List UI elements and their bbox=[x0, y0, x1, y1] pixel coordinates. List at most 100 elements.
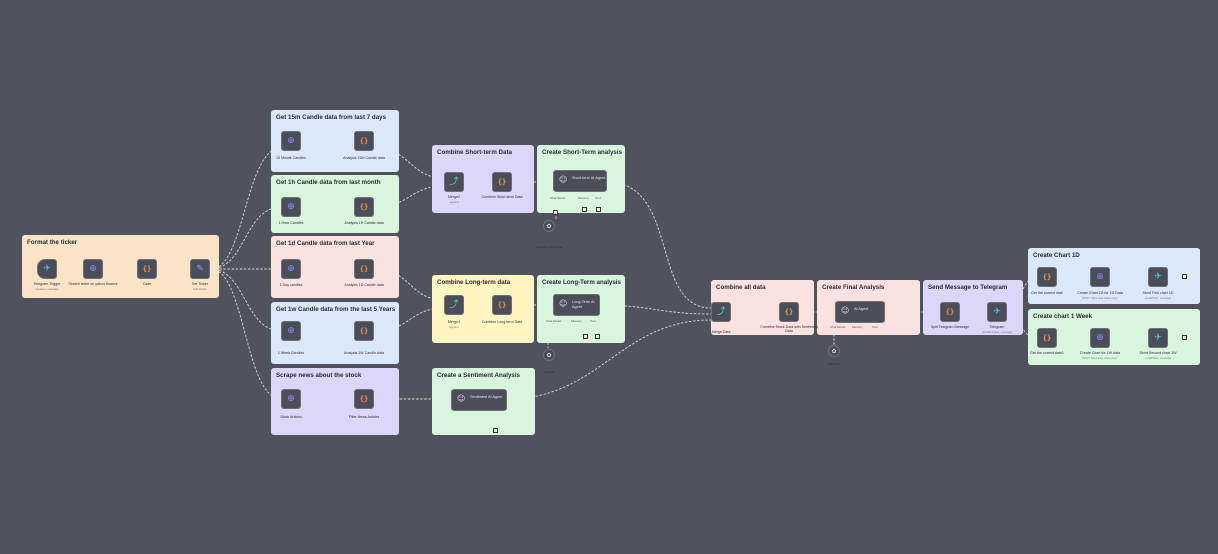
tool-connector[interactable] bbox=[596, 207, 601, 212]
combine-long-node[interactable]: {} bbox=[492, 295, 512, 315]
node-label: Search ticker on yahoo finance bbox=[68, 282, 118, 286]
node-label: Code bbox=[142, 282, 152, 286]
globe-icon: ⊕ bbox=[287, 263, 295, 274]
code-braces-icon: {} bbox=[142, 264, 152, 273]
node-subtitle: append bbox=[449, 200, 459, 204]
node-subtitle: sendPhoto: message bbox=[1144, 296, 1172, 300]
openai-model-subnode[interactable]: ✿ bbox=[543, 220, 555, 232]
create-chart-1d-node[interactable]: ⊕ bbox=[1090, 267, 1110, 287]
globe-icon: ⊕ bbox=[89, 263, 97, 274]
combine-stock-sentiment-node[interactable]: {} bbox=[779, 302, 799, 322]
code-braces-icon: {} bbox=[784, 307, 794, 316]
code-braces-icon: {} bbox=[359, 202, 369, 211]
globe-icon: ⊕ bbox=[1096, 271, 1104, 282]
openai-model-subnode[interactable]: ✿ bbox=[543, 349, 555, 361]
send-second-chart-node[interactable]: ✈ bbox=[1148, 328, 1168, 348]
openai-icon: ✿ bbox=[546, 223, 552, 230]
analysis-15m-node[interactable]: {} bbox=[354, 131, 374, 151]
robot-icon: ☺ bbox=[841, 306, 850, 315]
analysis-1h-node[interactable]: {} bbox=[354, 197, 374, 217]
search-ticker-node[interactable]: ⊕ bbox=[83, 259, 103, 279]
node-label: Get the correct date bbox=[1031, 291, 1063, 295]
node-label: Combine Long-term Data bbox=[481, 320, 523, 324]
merge2-node[interactable]: ⤴ bbox=[444, 172, 464, 192]
node-label: Merge Data bbox=[711, 330, 731, 334]
combine-short-node[interactable]: {} bbox=[492, 172, 512, 192]
telegram-node[interactable]: ✈ bbox=[987, 302, 1007, 322]
node-label: Get the correct date1 bbox=[1030, 351, 1064, 355]
send-first-chart-node[interactable]: ✈ bbox=[1148, 267, 1168, 287]
tool-connector[interactable] bbox=[583, 334, 588, 339]
short-term-agent-node[interactable]: ☺ Short-term AI Agent bbox=[553, 170, 607, 192]
node-label: Telegram bbox=[989, 325, 1005, 329]
code-braces-icon: {} bbox=[359, 136, 369, 145]
split-telegram-node[interactable]: {} bbox=[940, 302, 960, 322]
long-term-agent-node[interactable]: ☺ Long-Term AI Agent bbox=[553, 294, 600, 316]
port-memory: Memory bbox=[578, 196, 589, 200]
node-label: Merge3 bbox=[447, 320, 461, 324]
candles-1d-node[interactable]: ⊕ bbox=[281, 259, 301, 279]
analysis-1w-node[interactable]: {} bbox=[354, 321, 374, 341]
port-tool: Tool bbox=[595, 196, 601, 200]
node-label: Filter News Articles bbox=[348, 415, 380, 419]
group-title: Create a Sentiment Analysis bbox=[437, 372, 520, 379]
node-label: Stock Articles bbox=[280, 415, 302, 419]
merge-data-node[interactable]: ⤴ bbox=[711, 302, 731, 322]
get-correct-date1-node[interactable]: {} bbox=[1037, 328, 1057, 348]
merge-icon: ⤴ bbox=[449, 176, 459, 187]
port-model: Chat Model bbox=[550, 196, 566, 200]
merge-icon: ⤴ bbox=[449, 299, 459, 310]
tool-connector[interactable] bbox=[582, 207, 587, 212]
group-title: Get 1w Candle data from the last 5 Years bbox=[276, 306, 396, 313]
node-label: 1 Week Candles bbox=[277, 351, 305, 355]
filter-news-node[interactable]: {} bbox=[354, 389, 374, 409]
node-subtitle: Edit Fields bbox=[193, 287, 207, 291]
group-title: Create Chart 1D bbox=[1033, 252, 1080, 259]
globe-icon: ⊕ bbox=[287, 325, 295, 336]
tool-connector[interactable] bbox=[595, 334, 600, 339]
group-title: Get 15m Candle data from last 7 days bbox=[276, 114, 387, 121]
node-label: Send First chart 1D bbox=[1142, 291, 1174, 295]
set-ticker-node[interactable]: ✎ bbox=[190, 259, 210, 279]
subnode-label: OpenAI Chat Model bbox=[535, 245, 563, 249]
create-chart-1w-node[interactable]: ⊕ bbox=[1090, 328, 1110, 348]
telegram-icon: ✈ bbox=[43, 263, 51, 274]
openai-icon: ✿ bbox=[546, 352, 552, 359]
sentiment-agent-node[interactable]: ☺ Sentiment AI Agent bbox=[451, 389, 507, 411]
node-label: Set Ticker bbox=[192, 282, 208, 286]
output-connector[interactable] bbox=[1182, 335, 1187, 340]
openai-model-subnode[interactable]: ✿ bbox=[828, 345, 840, 357]
code-braces-icon: {} bbox=[359, 264, 369, 273]
node-label: Combine Short-term Data bbox=[481, 195, 523, 199]
group-title: Scrape news about the stock bbox=[276, 372, 362, 379]
robot-icon: ☺ bbox=[559, 175, 568, 184]
candles-1h-node[interactable]: ⊕ bbox=[281, 197, 301, 217]
candles-1w-node[interactable]: ⊕ bbox=[281, 321, 301, 341]
candles-15m-node[interactable]: ⊕ bbox=[281, 131, 301, 151]
code-node[interactable]: {} bbox=[137, 259, 157, 279]
node-label: Merge2 bbox=[447, 195, 461, 199]
node-label: Send Second chart 1W bbox=[1139, 351, 1177, 355]
globe-icon: ⊕ bbox=[1096, 332, 1104, 343]
output-connector[interactable] bbox=[1182, 274, 1187, 279]
node-label: Analysis 1H Candle data bbox=[344, 221, 384, 225]
group-title: Get 1h Candle data from last month bbox=[276, 179, 381, 186]
tool-connector[interactable] bbox=[493, 428, 498, 433]
stock-articles-node[interactable]: ⊕ bbox=[281, 389, 301, 409]
node-subtitle: POST: https://api.chart-img.c bbox=[1082, 296, 1118, 300]
get-correct-date-node[interactable]: {} bbox=[1037, 267, 1057, 287]
group-title: Create chart 1 Week bbox=[1033, 313, 1093, 320]
merge3-node[interactable]: ⤴ bbox=[444, 295, 464, 315]
agent-label: Sentiment AI Agent bbox=[470, 395, 503, 399]
analysis-1d-node[interactable]: {} bbox=[354, 259, 374, 279]
node-subtitle: sendPhoto: message bbox=[1144, 356, 1172, 360]
node-label: Analysis 15M Candle data bbox=[343, 156, 385, 160]
group-title: Create Short-Term analysis bbox=[542, 149, 623, 156]
code-braces-icon: {} bbox=[359, 394, 369, 403]
node-label: Telegram Trigger bbox=[33, 282, 61, 286]
code-braces-icon: {} bbox=[1042, 333, 1052, 342]
group-title: Create Final Analysis bbox=[822, 284, 885, 291]
add-model-button[interactable]: + bbox=[553, 210, 558, 216]
final-agent-node[interactable]: ☺ AI Agent bbox=[835, 301, 885, 323]
telegram-trigger-node[interactable]: ✈ bbox=[37, 259, 57, 279]
